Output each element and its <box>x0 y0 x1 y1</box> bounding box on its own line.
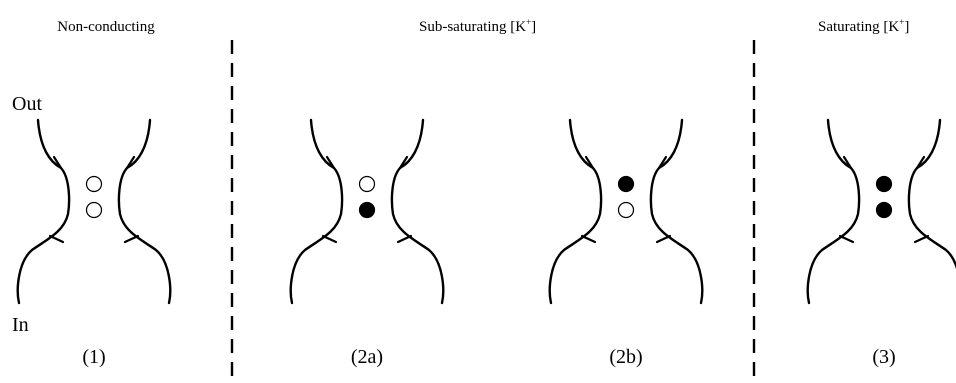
channel-right-wall <box>649 118 704 305</box>
channel-2b <box>548 118 704 305</box>
channel-tick-lower-right <box>655 234 672 244</box>
ion-site-lower-empty <box>85 201 103 219</box>
channel-left-wall <box>548 118 603 305</box>
out-label: Out <box>12 93 42 115</box>
header-saturating-text: Saturating [K <box>818 19 899 35</box>
channel-tick-upper-left <box>584 155 595 170</box>
channel-tick-lower-left <box>321 234 338 244</box>
channel-tick-upper-left <box>325 155 336 170</box>
channel-tick-lower-right <box>123 234 140 244</box>
in-label: In <box>12 314 29 336</box>
ion-site-upper-empty <box>358 175 376 193</box>
header-saturating-close: ] <box>904 19 909 35</box>
ion-site-lower-empty <box>617 201 635 219</box>
header-saturating-sup: + <box>899 17 904 27</box>
header-sub-saturating-sup: + <box>526 17 531 27</box>
state-label-3: (3) <box>872 346 895 368</box>
channel-right-wall <box>117 118 172 305</box>
channel-1 <box>16 118 172 305</box>
channel-tick-upper-right <box>398 155 409 170</box>
header-sub-saturating-text: Sub-saturating [K <box>419 19 526 35</box>
header-saturating: Saturating [K+] <box>818 17 909 35</box>
channels-group <box>16 118 956 305</box>
channel-tick-upper-left <box>842 155 853 170</box>
channel-tick-lower-left <box>838 234 855 244</box>
channel-tick-upper-right <box>657 155 668 170</box>
ion-site-upper-filled <box>875 175 893 193</box>
state-label-2b: (2b) <box>609 346 642 368</box>
ion-site-lower-filled <box>358 201 376 219</box>
channel-right-wall <box>907 118 956 270</box>
channel-right-wall <box>390 118 445 305</box>
state-label-2a: (2a) <box>351 346 383 368</box>
ion-site-upper-empty <box>85 175 103 193</box>
channel-left-wall <box>806 118 861 305</box>
header-sub-saturating-close: ] <box>531 19 536 35</box>
channel-left-wall <box>16 118 71 305</box>
header-non-conducting: Non-conducting <box>57 19 155 35</box>
channel-tick-upper-left <box>52 155 63 170</box>
channel-3 <box>806 118 956 305</box>
channel-tick-lower-left <box>48 234 65 244</box>
header-sub-saturating: Sub-saturating [K+] <box>419 17 536 35</box>
channel-tick-lower-right <box>396 234 413 244</box>
channel-left-wall <box>289 118 344 305</box>
ion-site-upper-filled <box>617 175 635 193</box>
channel-tick-lower-left <box>580 234 597 244</box>
ion-site-lower-filled <box>875 201 893 219</box>
channel-tick-upper-right <box>125 155 136 170</box>
channel-tick-lower-right <box>913 234 930 244</box>
channel-2a <box>289 118 445 305</box>
state-label-1: (1) <box>82 346 105 368</box>
channel-tick-upper-right <box>915 155 926 170</box>
